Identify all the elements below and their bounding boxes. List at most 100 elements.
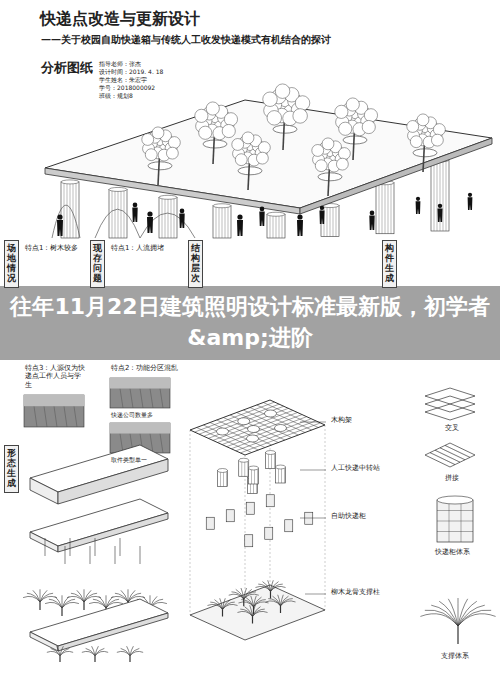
drawing-stroke <box>159 197 177 238</box>
drawing-stroke <box>147 217 153 233</box>
drawing-stroke <box>385 183 386 234</box>
sheet-info: 设计时间：2019. 4. 18 <box>98 68 164 75</box>
drawing-stroke <box>282 214 283 238</box>
site-photo <box>24 378 170 453</box>
section-heading: 形态生成 <box>7 449 16 489</box>
drawing-stroke <box>376 183 394 234</box>
component-drawing <box>420 388 495 644</box>
drawing-stroke <box>244 460 245 476</box>
drawing-stroke <box>249 468 259 484</box>
section-band: 场地情况 <box>4 240 19 288</box>
drawing-stroke <box>216 206 217 238</box>
drawing-stroke <box>147 211 152 216</box>
drawing-stroke <box>165 197 166 238</box>
drawing-stroke <box>40 596 57 602</box>
drawing-stroke <box>440 160 441 231</box>
drawing-stroke <box>83 602 84 610</box>
drawing-stroke <box>300 422 326 423</box>
drawing-stroke <box>254 602 269 607</box>
drawing-stroke <box>67 182 68 238</box>
drawing-stroke <box>364 109 377 122</box>
drawing-stroke <box>437 496 473 504</box>
drawing-stroke <box>222 124 235 137</box>
drawing-stroke <box>61 608 62 616</box>
drawing-stroke <box>44 406 47 427</box>
sheet-info: 学生姓名：朱宏宇 <box>98 76 148 83</box>
site-note: 特点2：功能分区混乱 <box>110 364 179 372</box>
drawing-stroke <box>445 445 470 457</box>
drawing-stroke <box>305 594 326 595</box>
drawing-stroke <box>315 160 327 172</box>
drawing-stroke <box>285 520 293 532</box>
sheet-info: ——关于校园自助快递箱与传统人工收发快递模式有机结合的探讨 <box>40 34 332 46</box>
people-silhouettes <box>57 193 472 236</box>
drawing-stroke <box>295 96 310 111</box>
drawing-stroke <box>117 651 130 655</box>
drawing-stroke <box>222 609 223 616</box>
drawing-stroke <box>65 546 66 564</box>
drawing-stroke <box>168 197 169 238</box>
drawing-stroke <box>336 206 337 237</box>
drawing-stroke <box>24 395 84 406</box>
drawing-stroke <box>449 500 450 542</box>
drawing-stroke <box>82 651 95 655</box>
drawing-stroke <box>335 105 348 118</box>
drawing-stroke <box>224 113 237 126</box>
drawing-stroke <box>458 598 459 626</box>
drawing-stroke <box>84 589 85 602</box>
drawing-stroke <box>445 445 470 457</box>
drawing-stroke <box>47 651 60 655</box>
drawing-stroke <box>425 404 475 420</box>
drawing-stroke <box>266 495 274 507</box>
drawing-stroke <box>430 453 455 465</box>
drawing-stroke <box>39 602 40 610</box>
drawing-stroke <box>271 453 272 469</box>
drawing-stroke <box>90 546 91 564</box>
drawing-stroke <box>238 418 250 425</box>
drawing-stroke <box>293 109 308 124</box>
drawing-stroke <box>458 614 496 626</box>
drawing-stroke <box>330 206 331 237</box>
drawing-stroke <box>190 430 191 615</box>
drawing-stroke <box>431 160 449 231</box>
drawing-stroke <box>218 469 228 473</box>
drawing-stroke <box>111 596 128 602</box>
drawing-stroke <box>431 134 443 146</box>
drawing-stroke <box>435 450 460 462</box>
drawing-stroke <box>237 214 242 219</box>
drawing-stroke <box>274 453 275 469</box>
drawing-stroke <box>106 595 107 608</box>
drawing-stroke <box>388 183 389 234</box>
part-name: 支撑体系 <box>440 652 470 660</box>
drawing-stroke <box>247 460 248 476</box>
drawing-stroke <box>379 183 380 234</box>
drawing-stroke <box>297 220 303 236</box>
drawing-stroke <box>239 458 249 462</box>
drawing-stroke <box>273 214 274 238</box>
drawing-stroke <box>440 448 465 460</box>
drawing-stroke <box>278 467 279 483</box>
drawing-stroke <box>440 448 465 460</box>
drawing-stroke <box>162 197 163 238</box>
drawing-stroke <box>407 121 419 133</box>
drawing-stroke <box>284 467 285 483</box>
drawing-stroke <box>242 132 254 144</box>
drawing-stroke <box>270 591 271 598</box>
drawing-stroke <box>413 149 437 157</box>
drawing-stroke <box>281 599 293 606</box>
drawing-stroke <box>275 84 290 99</box>
drawing-stroke <box>70 182 71 238</box>
drawing-stroke <box>110 378 170 408</box>
drawing-stroke <box>231 419 311 449</box>
drawing-stroke <box>240 423 320 453</box>
drawing-stroke <box>84 593 97 602</box>
drawing-stroke <box>45 602 62 608</box>
drawing-stroke <box>236 421 316 451</box>
drawing-stroke <box>266 451 276 455</box>
drawing-stroke <box>431 605 458 626</box>
drawing-stroke <box>338 148 350 160</box>
drawing-stroke <box>268 453 269 469</box>
drawing-stroke <box>249 466 259 470</box>
drawing-stroke <box>346 98 359 111</box>
drawing-stroke <box>235 154 247 166</box>
